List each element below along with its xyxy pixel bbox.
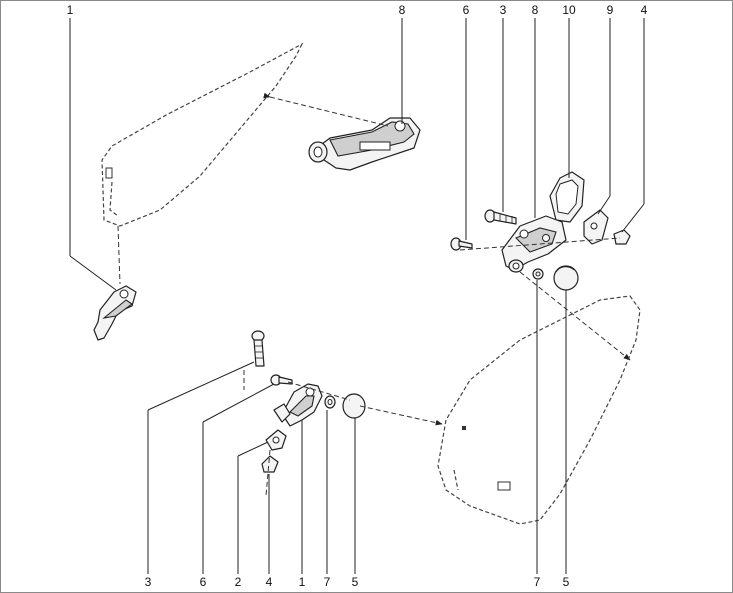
part-4-clip-bottom: [261, 455, 279, 473]
dash-latch-axis-top: [459, 237, 621, 251]
part-1-bracket-bottom: [273, 383, 323, 427]
callout-bottom-2: 2: [235, 575, 242, 589]
callout-bottom-3: 3: [145, 575, 152, 589]
callout-top-10: 10: [562, 3, 576, 17]
lower-glass-outline: [437, 295, 641, 525]
part-10-gasket: [549, 171, 585, 223]
callout-top-9: 9: [607, 3, 614, 17]
part-4-clip-top: [613, 229, 631, 245]
upper-glass-outline: [101, 42, 304, 227]
callout-bottom-4: 4: [266, 575, 273, 589]
dash-bracket-to-glass: [117, 225, 121, 285]
dash-lower-to-glass: [359, 405, 443, 426]
part-8-latch-mechanism: [501, 215, 567, 273]
callout-top-6: 6: [463, 3, 470, 17]
part-5-cap-bottom: [342, 393, 366, 419]
callouts-top: 1 8 6 3 8 10 9 4: [67, 3, 648, 17]
part-5-cap-top: [553, 265, 579, 291]
part-8-handle-top: [308, 117, 421, 171]
part-6-screw-top: [450, 237, 473, 251]
part-2-plate: [265, 429, 287, 451]
callout-bottom-5-right: 5: [563, 575, 570, 589]
part-1-bracket-top: [93, 285, 137, 341]
callouts-bottom: 3 6 2 4 1 7 5 7 5: [145, 575, 570, 589]
leader-lines-bottom: [147, 280, 567, 574]
callout-top-3: 3: [500, 3, 507, 17]
part-7-washer-bottom: [324, 395, 336, 409]
leader-lines-top: [69, 18, 645, 291]
callout-top-8-handle: 8: [399, 3, 406, 17]
part-7-washer-top: [532, 268, 544, 280]
callout-top-4: 4: [641, 3, 648, 17]
dash-handle-to-glass: [263, 92, 389, 127]
callout-bottom-5-left: 5: [352, 575, 359, 589]
part-9-plate: [583, 209, 609, 245]
callout-bottom-7-left: 7: [324, 575, 331, 589]
callout-top-1: 1: [67, 3, 74, 17]
callout-bottom-1: 1: [299, 575, 306, 589]
dash-lower-axis: [287, 381, 351, 401]
callout-top-8-latch: 8: [532, 3, 539, 17]
part-3-screw-top: [484, 209, 517, 225]
part-3-screw-bottom: [251, 330, 265, 367]
callout-bottom-7-right: 7: [534, 575, 541, 589]
callout-bottom-6: 6: [200, 575, 207, 589]
